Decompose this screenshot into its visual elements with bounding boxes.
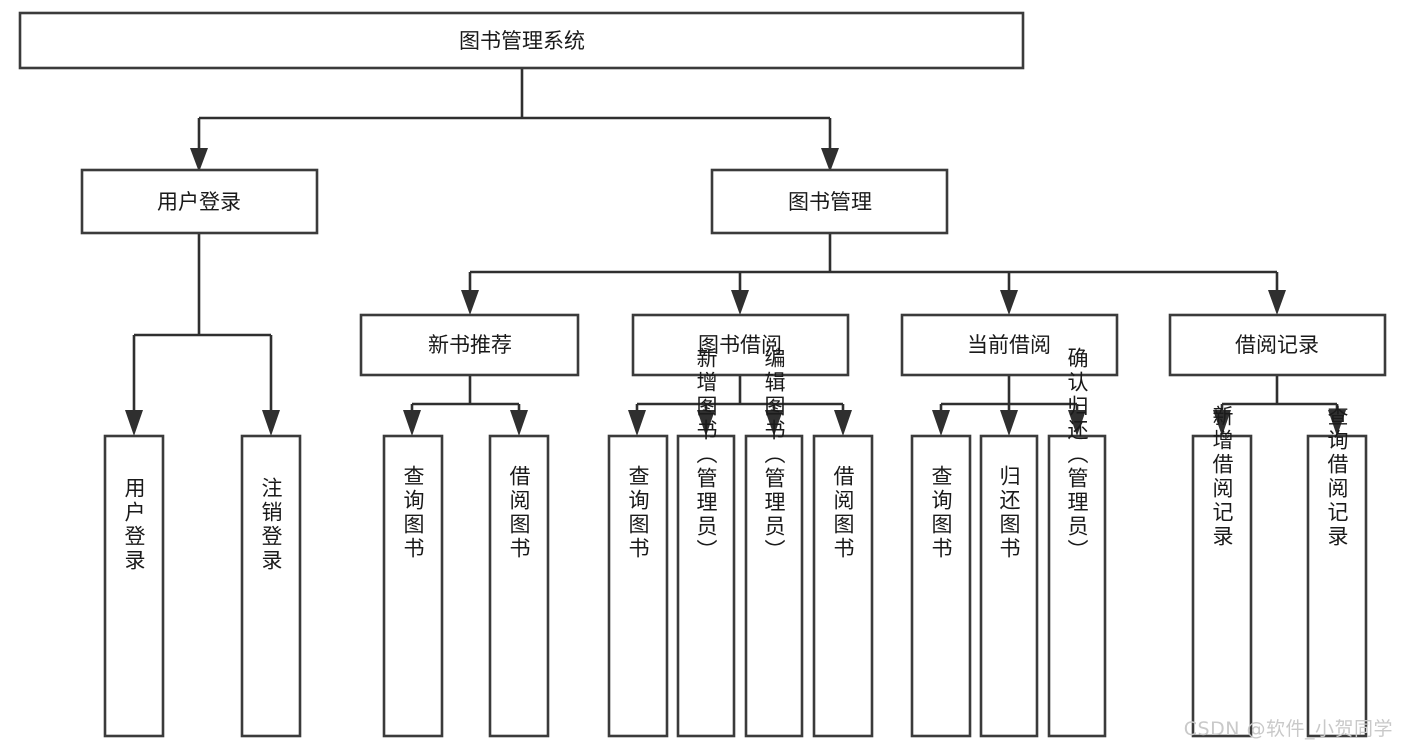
arrow-head-userlogin-leaf-1: [125, 410, 143, 436]
node-book-manage-box[interactable]: [710, 168, 949, 235]
arrow-head-newbook-leaf-2: [510, 410, 528, 436]
node-book-manage[interactable]: 图书管理: [710, 168, 949, 235]
node-current-borrow-label: 当前借阅: [967, 333, 1051, 357]
node-borrow-records-box[interactable]: [1168, 313, 1387, 377]
arrow-head-userlogin-leaf-2: [262, 410, 280, 436]
arrow-head-to-book-borrow: [731, 290, 749, 315]
leaf-logout-label: 注销登录: [259, 477, 283, 573]
node-user-login-label: 用户登录: [157, 190, 241, 214]
node-book-borrow[interactable]: 图书借阅: [631, 313, 850, 377]
arrow-head-to-current-borrow: [1000, 290, 1018, 315]
leaf-user-login-box[interactable]: [103, 434, 165, 738]
node-book-borrow-box[interactable]: [631, 313, 850, 377]
leaf-borrowrecords-query-box[interactable]: [1306, 434, 1368, 738]
leaf-node[interactable]: 查询图书: [910, 434, 972, 738]
leaf-currentborrow-query-label: 查询图书: [929, 465, 953, 561]
arrow-head-borrowrecords-leaf-2: [1328, 410, 1346, 436]
leaf-bookborrow-borrow-box[interactable]: [812, 434, 874, 738]
node-user-login[interactable]: 用户登录: [80, 168, 319, 235]
leaf-borrowrecords-query-label: 查询借阅记录: [1325, 405, 1349, 549]
arrow-head-to-borrow-records: [1268, 290, 1286, 315]
leaf-borrowrecords-add-label: 新增借阅记录: [1210, 405, 1234, 549]
leaf-borrowrecords-add-box[interactable]: [1191, 434, 1253, 738]
arrow-head-to-user-login: [190, 148, 208, 172]
connectors-newbook-to-leaves: [403, 375, 528, 436]
node-current-borrow[interactable]: 当前借阅: [900, 313, 1119, 377]
leaf-node[interactable]: 新增图书（管理员）: [676, 347, 736, 738]
leaf-logout-box[interactable]: [240, 434, 302, 738]
leaf-newbook-borrow-box[interactable]: [488, 434, 550, 738]
leaf-currentborrow-confirm-box[interactable]: [1047, 434, 1107, 738]
connectors-bookmanage-to-level2: [461, 233, 1286, 315]
leaf-node[interactable]: 查询图书: [607, 434, 669, 738]
leaf-node[interactable]: 借阅图书: [812, 434, 874, 738]
connectors-borrowrecords-to-leaves: [1213, 375, 1346, 436]
arrow-head-newbook-leaf-1: [403, 410, 421, 436]
leaf-bookborrow-add-box[interactable]: [676, 434, 736, 738]
leaf-currentborrow-return-box[interactable]: [979, 434, 1039, 738]
arrow-head-bookborrow-leaf-2: [697, 410, 715, 436]
leaf-newbook-borrow-label: 借阅图书: [507, 465, 531, 561]
leaf-bookborrow-edit-box[interactable]: [744, 434, 804, 738]
arrow-head-currentborrow-leaf-2: [1000, 410, 1018, 436]
connectors-root-to-level1: [190, 68, 839, 172]
arrow-head-borrowrecords-leaf-1: [1213, 410, 1231, 436]
leaf-currentborrow-confirm-label: 确认归还（管理员）: [1065, 347, 1089, 563]
leaf-bookborrow-add-label: 新增图书（管理员）: [694, 347, 718, 563]
leaf-bookborrow-query-label: 查询图书: [626, 465, 650, 561]
node-borrow-records[interactable]: 借阅记录: [1168, 313, 1387, 377]
node-book-borrow-label: 图书借阅: [698, 333, 782, 357]
node-book-manage-label: 图书管理: [788, 190, 872, 214]
leaf-node[interactable]: 归还图书: [979, 434, 1039, 738]
node-borrow-records-label: 借阅记录: [1235, 333, 1319, 357]
leaf-bookborrow-query-box[interactable]: [607, 434, 669, 738]
arrow-head-bookborrow-leaf-1: [628, 410, 646, 436]
node-current-borrow-box[interactable]: [900, 313, 1119, 377]
leaf-newbook-query-box[interactable]: [382, 434, 444, 738]
leaf-node[interactable]: 注销登录: [240, 434, 302, 738]
arrow-head-bookborrow-leaf-4: [834, 410, 852, 436]
arrow-head-to-new-book: [461, 290, 479, 315]
leaf-bookborrow-edit-label: 编辑图书（管理员）: [762, 347, 786, 563]
arrow-head-bookborrow-leaf-3: [765, 410, 783, 436]
leaf-newbook-query-label: 查询图书: [401, 465, 425, 561]
leaf-node[interactable]: 查询图书: [382, 434, 444, 738]
leaf-node[interactable]: 查询借阅记录: [1306, 405, 1368, 738]
leaf-node[interactable]: 借阅图书: [488, 434, 550, 738]
node-new-book-recommend-box[interactable]: [359, 313, 580, 377]
leaf-currentborrow-return-label: 归还图书: [997, 465, 1021, 561]
leaf-node[interactable]: 编辑图书（管理员）: [744, 347, 804, 738]
watermark-text: CSDN @软件_小贺同学: [1183, 718, 1393, 740]
arrow-head-currentborrow-leaf-3: [1068, 410, 1086, 436]
arrow-head-currentborrow-leaf-1: [932, 410, 950, 436]
node-root-system[interactable]: 图书管理系统: [18, 11, 1025, 70]
arrow-head-to-book-manage: [821, 148, 839, 172]
leaf-currentborrow-query-box[interactable]: [910, 434, 972, 738]
leaf-node[interactable]: 用户登录: [103, 434, 165, 738]
node-new-book-recommend[interactable]: 新书推荐: [359, 313, 580, 377]
connectors-currentborrow-to-leaves: [932, 375, 1086, 436]
leaf-node[interactable]: 确认归还（管理员）: [1047, 347, 1107, 738]
connectors-bookborrow-to-leaves: [628, 375, 852, 436]
node-new-book-recommend-label: 新书推荐: [428, 333, 512, 357]
connectors-userlogin-to-leaves: [125, 233, 280, 436]
leaf-node[interactable]: 新增借阅记录: [1191, 405, 1253, 738]
node-user-login-box[interactable]: [80, 168, 319, 235]
leaf-user-login-label: 用户登录: [122, 477, 146, 573]
leaf-bookborrow-borrow-label: 借阅图书: [831, 465, 855, 561]
node-root-label: 图书管理系统: [459, 29, 585, 53]
node-root-box[interactable]: [18, 11, 1025, 70]
